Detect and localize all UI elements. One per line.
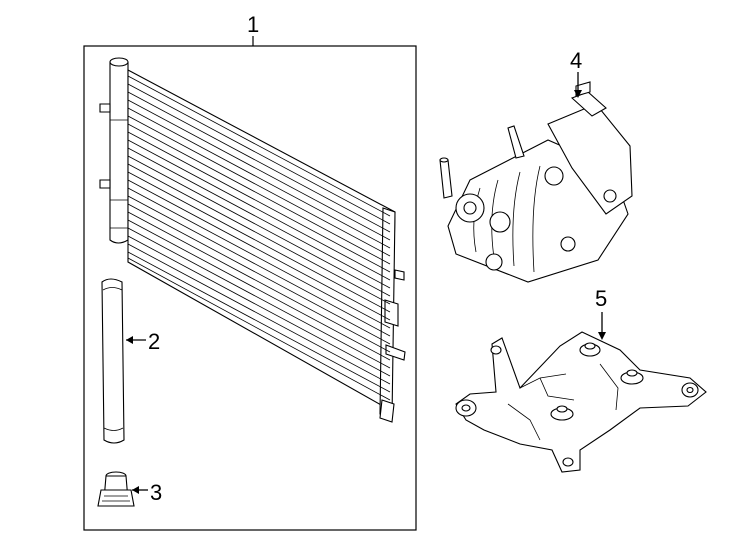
arrow-5-icon [598, 332, 606, 340]
condenser-fins [127, 75, 391, 401]
condenser-assembly-box [83, 36, 417, 531]
plug-cap-icon [97, 471, 135, 507]
arrow-3-icon [132, 486, 139, 494]
arrow-2-icon [126, 336, 133, 344]
callout-5: 5 [595, 286, 607, 311]
ac-compressor-icon [439, 81, 633, 283]
compressor-bracket-icon [455, 331, 707, 473]
arrow-4-icon [574, 90, 582, 98]
callout-4: 4 [570, 48, 582, 73]
callout-2: 2 [148, 329, 160, 354]
condenser-icon [99, 57, 406, 423]
callout-1: 1 [247, 12, 259, 37]
filter-drier-icon [101, 278, 125, 444]
callout-3: 3 [150, 480, 162, 505]
